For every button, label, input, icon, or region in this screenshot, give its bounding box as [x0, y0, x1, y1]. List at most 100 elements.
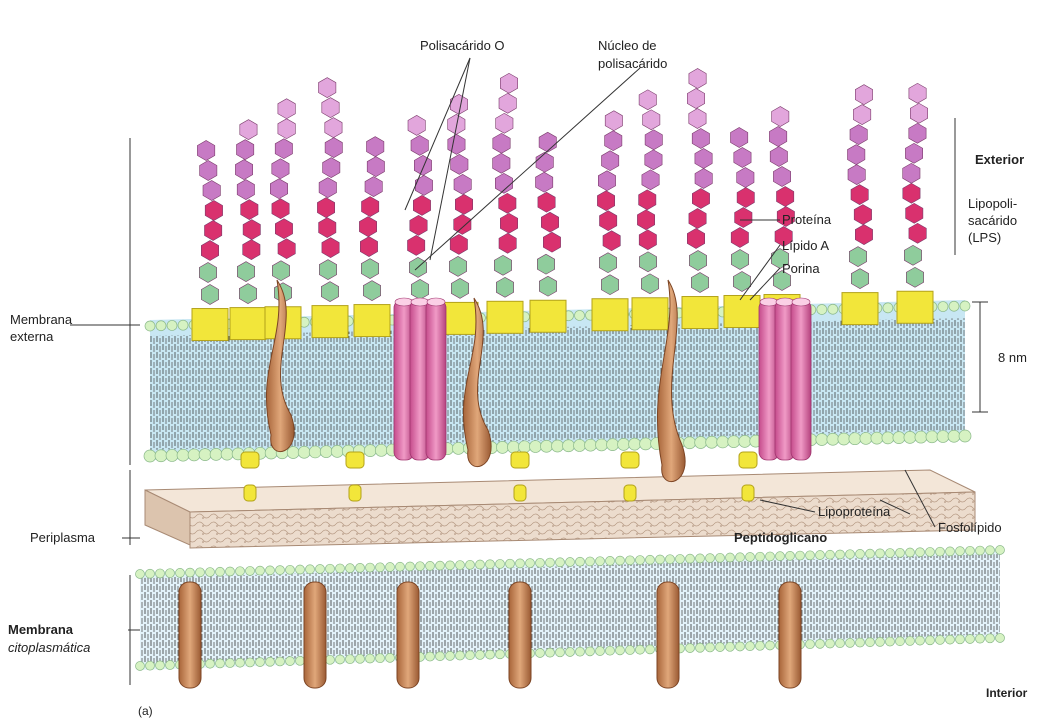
o-sugar	[539, 132, 556, 152]
o-sugar	[414, 155, 431, 175]
phospholipid-head	[766, 552, 775, 561]
phospholipid-head	[364, 445, 376, 457]
phospholipid-head	[436, 652, 445, 661]
phospholipid-head	[893, 432, 905, 444]
phospholipid-head	[518, 441, 530, 453]
o-sugar	[695, 149, 712, 169]
phospholipid-head	[556, 558, 565, 567]
o-sugar	[493, 133, 510, 153]
phospholipid-head	[426, 652, 435, 661]
phospholipid-head	[516, 559, 525, 568]
core-sugar	[851, 269, 868, 289]
phospholipid-head	[546, 648, 555, 657]
phospholipid-head	[296, 656, 305, 665]
phospholipid-head	[136, 662, 145, 671]
phospholipid-head	[188, 449, 200, 461]
lps-molecule	[312, 78, 348, 338]
o-sugar	[538, 192, 555, 212]
phospholipid-head	[883, 303, 893, 313]
phospholipid-head	[676, 554, 685, 563]
cytoplasmic-membrane-label-line1: Membrana	[8, 622, 73, 637]
phospholipid-head	[177, 449, 189, 461]
phospholipid-head	[882, 432, 894, 444]
phospholipid-head	[856, 549, 865, 558]
o-sugar	[639, 190, 656, 210]
phospholipid-head	[576, 557, 585, 566]
core-sugar	[411, 279, 428, 299]
phospholipid-head	[226, 659, 235, 668]
phospholipid-head	[618, 438, 630, 450]
o-sugar	[451, 154, 468, 174]
phospholipid-head	[486, 560, 495, 569]
phospholipid-head	[596, 439, 608, 451]
core-sugar	[494, 255, 511, 275]
phospholipid-head	[607, 439, 619, 451]
phospholipid-head	[552, 440, 564, 452]
phospholipid-head	[452, 442, 464, 454]
phospholipid-head	[446, 561, 455, 570]
o-sugar	[415, 175, 432, 195]
phospholipid-head	[286, 657, 295, 666]
o-sugar	[689, 69, 706, 89]
o-sugar	[448, 134, 465, 154]
phospholipid-head	[486, 650, 495, 659]
lps-molecule	[632, 90, 668, 330]
phospholipid-head	[915, 431, 927, 443]
phospholipid-head	[456, 651, 465, 660]
phospholipid-head	[199, 449, 211, 461]
phospholipid-head	[526, 559, 535, 568]
o-sugar	[408, 235, 425, 255]
lps-molecule	[897, 83, 933, 323]
o-sugar	[543, 232, 560, 252]
phospholipid-head	[366, 654, 375, 663]
o-sugar	[362, 197, 379, 217]
phospholipid-head	[926, 547, 935, 556]
phospholipid-head	[585, 439, 597, 451]
o-sugar	[737, 188, 754, 208]
phospholipid-head	[210, 448, 222, 460]
phospholipid-head	[756, 552, 765, 561]
phospholipid-head	[416, 562, 425, 571]
phospholipid-head	[616, 556, 625, 565]
phospholipid-head	[145, 321, 155, 331]
phospholipid-head	[156, 321, 166, 331]
phospholipid-head	[506, 559, 515, 568]
phospholipid-head	[320, 446, 332, 458]
o-sugar	[731, 228, 748, 248]
lipid-a-block	[682, 297, 718, 329]
phospholipid-head	[576, 647, 585, 656]
o-sugar	[241, 200, 258, 220]
phospholipid-head	[256, 658, 265, 667]
phospholipid-head	[960, 301, 970, 311]
phospholipid-head	[706, 643, 715, 652]
phospholipid-head	[156, 661, 165, 670]
phospholipid-head	[816, 434, 828, 446]
lps-label-line2: sacárido	[968, 213, 1017, 228]
o-sugar	[275, 139, 292, 159]
phospholipid-head	[375, 444, 387, 456]
integral-protein	[657, 582, 679, 688]
phospholipid-head	[666, 555, 675, 564]
phospholipid-head	[806, 551, 815, 560]
phospholipid-head	[406, 562, 415, 571]
phospholipid-head	[596, 557, 605, 566]
o-sugar	[360, 237, 377, 257]
phospholipid-label: Fosfolípido	[938, 520, 1002, 535]
phospholipid-head	[346, 655, 355, 664]
o-sugar	[278, 119, 295, 139]
phospholipid-head	[586, 647, 595, 656]
o-sugar	[235, 160, 252, 180]
lps-molecule	[442, 94, 478, 334]
phospholipid-head	[566, 558, 575, 567]
o-sugar	[272, 159, 289, 179]
phospholipid-head	[216, 567, 225, 576]
phospholipid-head	[246, 658, 255, 667]
phospholipid-head	[496, 650, 505, 659]
o-sugar	[367, 157, 384, 177]
o-sugar	[639, 230, 656, 250]
phospholipid-head	[356, 563, 365, 572]
lipoprotein-head	[739, 452, 757, 468]
phospholipid-head	[629, 438, 641, 450]
lipoprotein-head	[621, 452, 639, 468]
